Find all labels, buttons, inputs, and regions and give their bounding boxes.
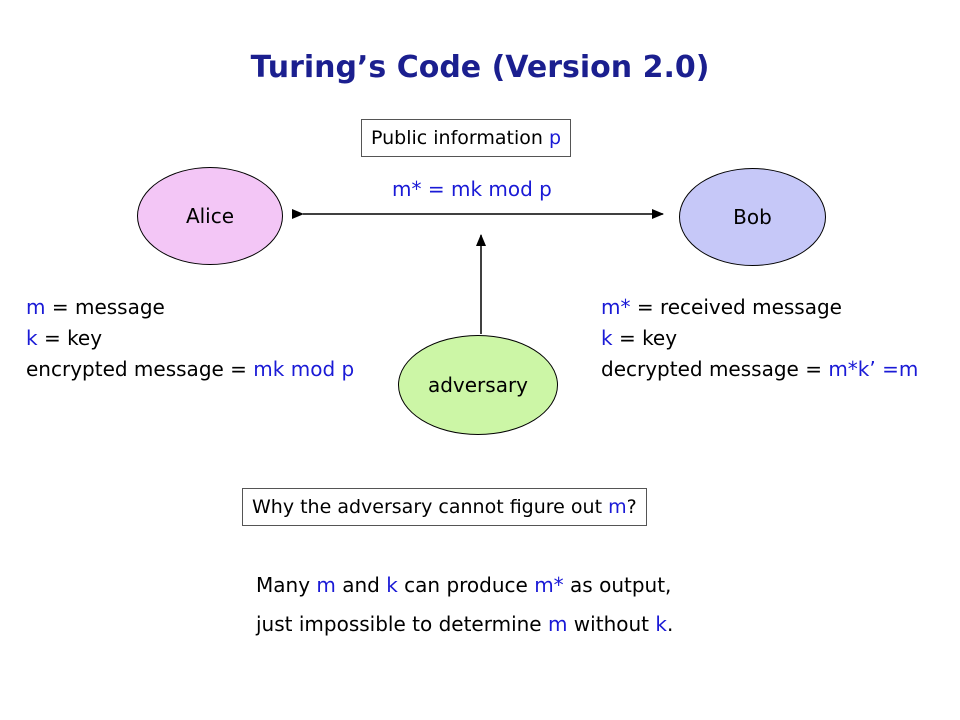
answer-l1-d: as output, [563,573,672,597]
page-title: Turing’s Code (Version 2.0) [250,50,710,85]
answer-line-1: Many m and k can produce m* as output, [256,566,673,605]
alice-note-message: m = message [26,292,354,323]
bob-note-received-text: = received message [630,295,842,319]
answer-l1-b: and [335,573,387,597]
public-info-var: p [548,127,562,149]
answer-l2-m: m [547,612,568,636]
bob-note-received: m* = received message [601,292,918,323]
alice-node: Alice [137,167,283,265]
bob-note-decrypted: decrypted message = m*k’ =m [601,354,918,385]
public-info-text: Public information [371,127,549,149]
bob-note-key-text: = key [612,326,678,350]
answer-l2-a: just impossible to determine [256,612,548,636]
question-mark: ? [626,496,637,518]
alice-note-key: k = key [26,323,354,354]
question-box: Why the adversary cannot figure out m? [242,488,647,526]
answer-line-2: just impossible to determine m without k… [256,605,673,644]
answer-l2-c: . [666,612,674,636]
channel-label: m* = mk mod p [392,177,552,201]
bob-node: Bob [679,168,826,266]
alice-note-encrypted: encrypted message = mk mod p [26,354,354,385]
answer-l1-m: m [316,573,336,597]
alice-label: Alice [185,204,235,228]
answer-l1-c: can produce [397,573,535,597]
public-info-box: Public information p [361,119,572,157]
adversary-label: adversary [427,373,529,397]
answer-l2-k: k [655,612,667,636]
bob-decrypt-formula: m*k’ =m [828,357,919,381]
answer-l1-k: k [386,573,398,597]
question-text: Why the adversary cannot figure out [252,496,609,518]
alice-note-message-text: = message [45,295,165,319]
question-var-m: m [608,496,627,518]
adversary-node: adversary [398,335,558,435]
alice-note-key-text: = key [37,326,103,350]
alice-note-encrypted-text: encrypted message = [26,357,254,381]
bob-note-key: k = key [601,323,918,354]
alice-notes: m = message k = key encrypted message = … [26,292,354,385]
bob-var-k: k [601,326,613,350]
answer-l1-mstar: m* [534,573,564,597]
bob-note-decrypted-text: decrypted message = [601,357,829,381]
alice-var-m: m [26,295,46,319]
answer-l1-a: Many [256,573,317,597]
answer-text: Many m and k can produce m* as output, j… [256,566,673,644]
alice-var-k: k [26,326,38,350]
bob-notes: m* = received message k = key decrypted … [601,292,918,385]
bob-var-mstar: m* [601,295,631,319]
alice-encrypt-formula: mk mod p [253,357,355,381]
answer-l2-b: without [567,612,656,636]
bob-label: Bob [733,205,772,229]
